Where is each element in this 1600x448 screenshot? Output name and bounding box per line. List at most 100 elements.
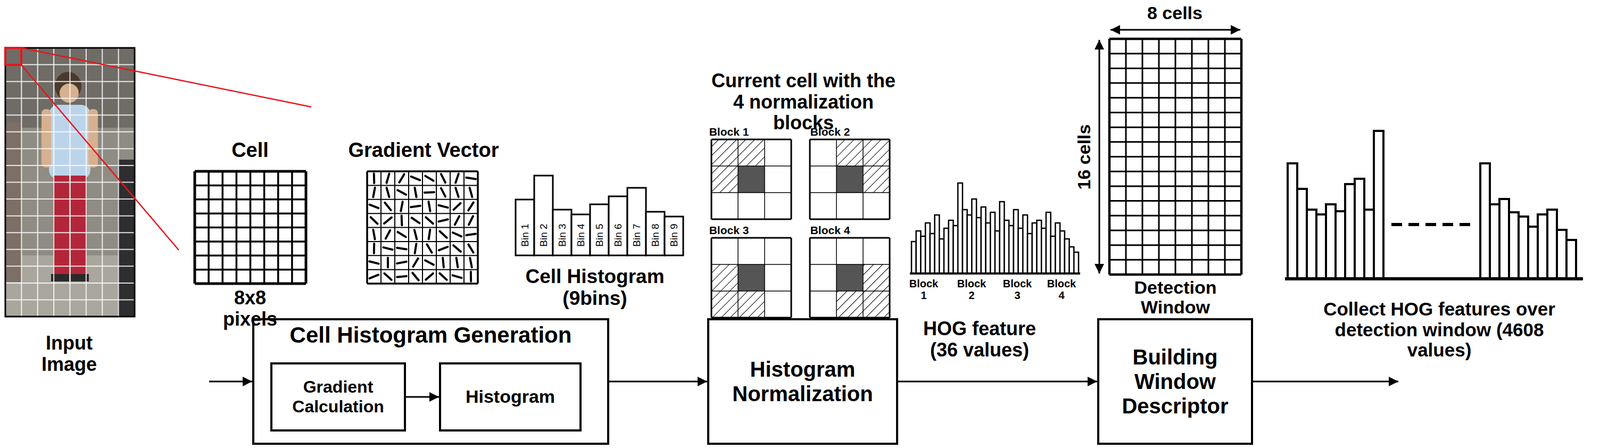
feature-bar — [1041, 228, 1047, 274]
gradient-grid-line — [367, 241, 478, 243]
hatched-cell — [863, 291, 890, 318]
stage-caption: Cell — [196, 139, 304, 162]
block-grid-line — [711, 290, 792, 292]
block-grid-line — [889, 139, 891, 220]
feature-bar — [1059, 230, 1065, 274]
block-label: Block 3 — [697, 224, 761, 237]
process-box: Histogram — [438, 362, 582, 432]
gradient-vector — [425, 273, 434, 280]
stage-caption: Gradient Vector — [333, 139, 515, 162]
photo-arm — [41, 109, 52, 168]
gradient-vector — [454, 216, 460, 225]
photo-grid-line — [5, 198, 135, 200]
photo-arm — [88, 109, 98, 168]
ellipsis-dashes — [1391, 222, 1475, 227]
cell-grid-line — [194, 268, 306, 271]
gradient-vector — [441, 173, 446, 183]
bin-label: Bin 8 — [649, 223, 661, 247]
collected-bar — [1345, 184, 1355, 279]
stage-caption: Detection Window — [1111, 277, 1240, 318]
stage-caption: Current cell with the 4 normalization bl… — [705, 70, 902, 134]
gradient-vector — [414, 187, 417, 198]
detection-window — [1109, 38, 1242, 275]
block-grid-line — [711, 218, 792, 221]
block-grid-line — [790, 237, 793, 318]
gradient-vector — [456, 258, 459, 268]
hatched-cell — [711, 291, 739, 318]
window-grid-line — [1109, 52, 1242, 55]
block-grid-line — [711, 192, 792, 194]
feature-bar — [1050, 236, 1056, 274]
feature-bar — [1004, 220, 1009, 274]
bin-label: Bin 3 — [556, 223, 568, 247]
gradient-vector — [424, 191, 435, 194]
photo-grid-line — [5, 215, 135, 217]
window-grid-line — [1109, 67, 1242, 70]
collected-bar — [1518, 216, 1529, 279]
photo-grid-line — [5, 114, 135, 116]
bin-label: Bin 5 — [593, 223, 605, 247]
photo-grid-line — [5, 131, 135, 133]
node-text: Gradient Calculation — [272, 377, 404, 417]
block-grid-line — [809, 165, 890, 167]
cell-grid-line — [194, 184, 306, 187]
histogram-bar — [590, 204, 609, 256]
block-grid-line — [835, 237, 837, 318]
gradient-vector — [469, 258, 472, 268]
block-label: Block 4 — [798, 224, 862, 237]
feature-bar — [971, 199, 977, 274]
gradient-grid-line — [367, 170, 478, 173]
block-grid-line — [711, 165, 792, 167]
gradient-grid-line — [367, 282, 478, 285]
current-cell — [738, 264, 765, 292]
window-grid-line — [1109, 96, 1242, 99]
dimension-arrow — [1098, 39, 1101, 274]
bin-label: Bin 7 — [631, 223, 643, 247]
gradient-vector — [386, 257, 389, 268]
feature-bar — [1073, 252, 1079, 274]
feature-bar — [1055, 222, 1060, 274]
gradient-vector — [372, 229, 375, 240]
photo-trousers — [70, 175, 87, 277]
feature-bar — [981, 206, 986, 274]
feature-bar — [916, 230, 922, 274]
gradient-grid-line — [367, 269, 478, 271]
hog-histogram — [909, 183, 1081, 274]
feature-bar — [976, 217, 982, 274]
gradient-vector — [400, 215, 404, 226]
window-grid-line — [1109, 37, 1242, 41]
gradient-vector — [426, 244, 432, 253]
cell-grid-line — [194, 226, 306, 229]
window-grid-line — [1109, 111, 1242, 114]
feature-bar — [995, 230, 1000, 274]
collected-bar — [1287, 163, 1298, 279]
collected-bar — [1489, 204, 1500, 279]
feature-bar — [985, 222, 991, 274]
window-grid-line — [1109, 155, 1242, 158]
dimension-label: 16 cells — [1074, 124, 1094, 190]
block-grid-line — [862, 237, 864, 318]
block-grid-line — [889, 237, 891, 318]
photo-grid-line — [5, 147, 135, 149]
hatched-cell — [711, 166, 739, 193]
window-grid-line — [1109, 185, 1242, 187]
gradient-grid-line — [367, 254, 478, 256]
gradient-vector — [438, 246, 449, 251]
window-grid-line — [1109, 273, 1242, 277]
gradient-vector — [438, 219, 449, 222]
block-grid-line — [737, 139, 739, 220]
image-caption: Input Image — [29, 332, 110, 375]
collected-bar — [1364, 209, 1374, 279]
process-box: Building Window Descriptor — [1097, 318, 1254, 445]
photo-trousers — [53, 175, 70, 277]
collected-bar — [1528, 226, 1538, 279]
photo-grid-line — [5, 64, 135, 66]
feature-bar — [1013, 209, 1019, 274]
hatched-cell — [863, 139, 890, 167]
dimension-label: 8 cells — [1121, 3, 1229, 23]
feature-bar — [999, 201, 1005, 274]
gradient-vector — [452, 232, 462, 237]
block-grid-line — [809, 218, 890, 221]
input-photo — [5, 47, 135, 317]
